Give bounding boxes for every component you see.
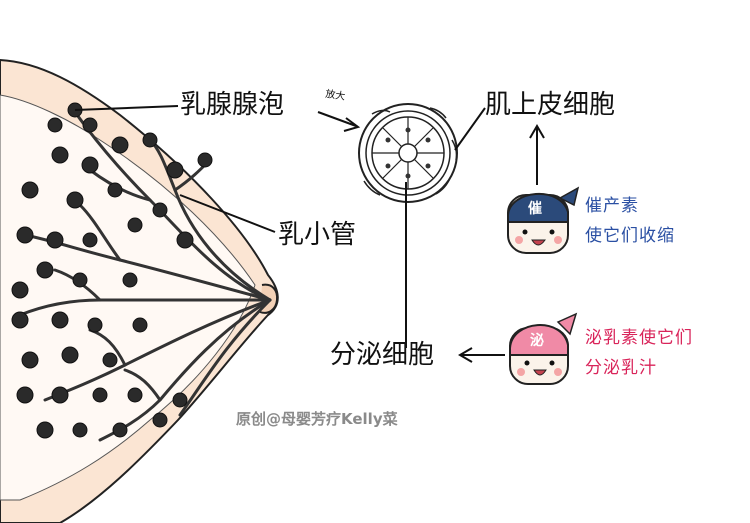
- oxytocin-arrowhead: [529, 124, 545, 139]
- prolactin-character: [509, 312, 578, 385]
- alveolus-label: 乳腺腺泡: [180, 90, 285, 120]
- prolactin-arrowhead: [458, 347, 473, 363]
- myoepithelial-label: 肌上皮细胞: [485, 90, 616, 120]
- magnify-arrowhead: [343, 117, 361, 132]
- oxytocin-line2: 使它们收缩: [585, 226, 675, 246]
- prolactin-line1: 泌乳素使它们: [585, 328, 693, 348]
- prolactin-badge: 泌: [530, 333, 544, 349]
- duct-label: 乳小管: [278, 220, 357, 250]
- oxytocin-line1: 催产素: [585, 196, 639, 216]
- alveoli-clusters: [11, 102, 213, 439]
- duct-leader: [179, 194, 276, 233]
- watermark: 原创@母婴芳疗Kelly菜: [236, 410, 398, 428]
- secretory-label: 分泌细胞: [330, 340, 435, 370]
- oxytocin-badge: 催: [528, 201, 542, 217]
- alveolus-leader: [74, 105, 179, 111]
- magnified-alveolus: [358, 103, 458, 203]
- oxytocin-character: [507, 186, 580, 254]
- prolactin-line2: 分泌乳汁: [585, 358, 657, 378]
- magnify-arrow: [317, 111, 357, 127]
- myo-leader: [454, 107, 486, 151]
